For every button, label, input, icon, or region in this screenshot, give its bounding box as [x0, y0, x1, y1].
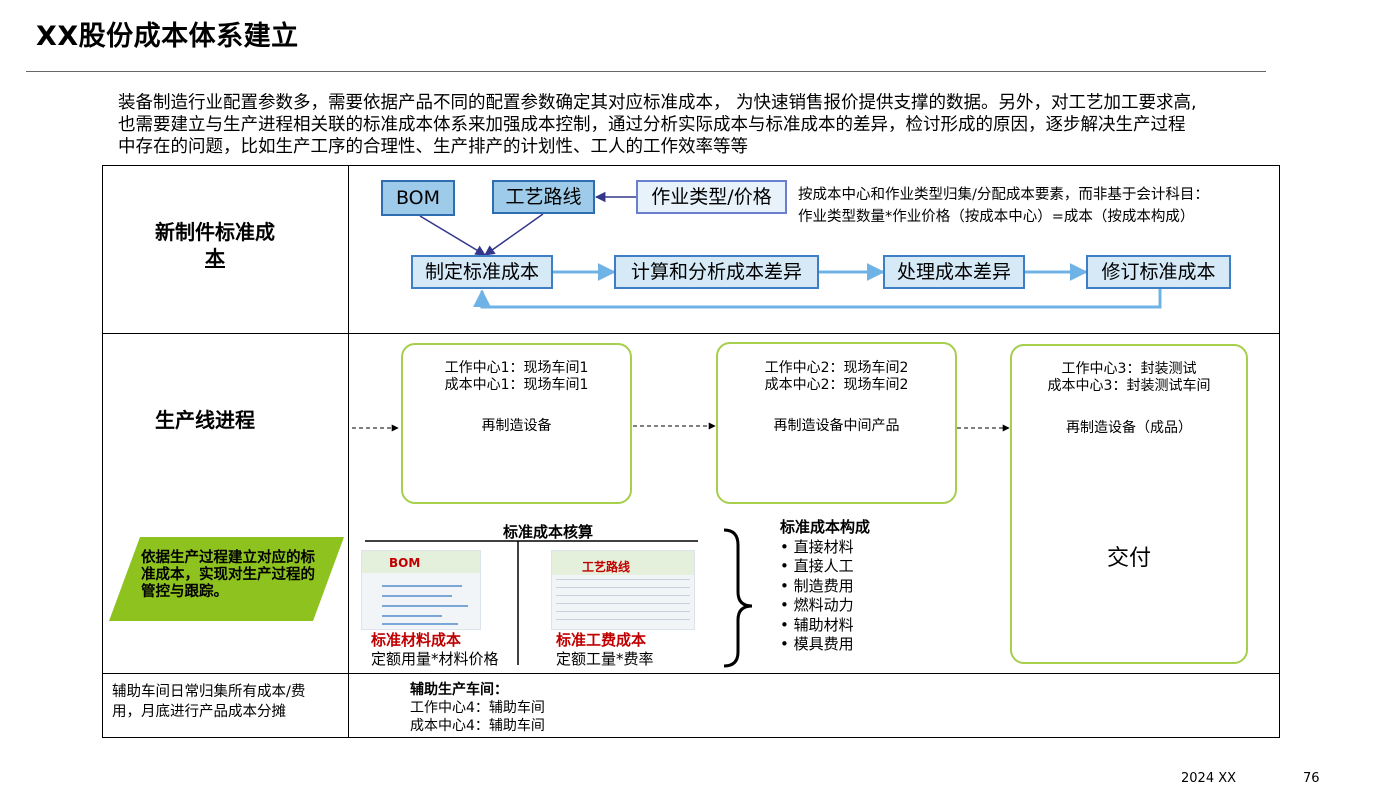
standard-material-cost-title: 标准材料成本 — [371, 631, 462, 649]
row-label-line: 本 — [205, 246, 225, 270]
banner-text: 依据生产过程建立对应的标准成本，实现对生产过程的管控与跟踪。 — [141, 550, 315, 600]
list-item-text: 辅助材料 — [793, 615, 854, 634]
wc2-product: 再制造设备中间产品 — [773, 418, 900, 434]
list-item: • 模具费用 — [780, 635, 854, 653]
arrow-loop-back — [473, 289, 1162, 309]
list-item-text: 燃料动力 — [793, 596, 854, 614]
brace-icon — [723, 528, 753, 668]
cost-composition-list: 标准成本构成 • 直接材料 • 直接人工 • 制造费用 • 燃料动力 • 辅助材… — [780, 518, 870, 655]
thumb-header — [362, 551, 480, 573]
page-number: 76 — [1303, 771, 1320, 786]
wc1-work-center: 工作中心1：现场车间1 — [444, 360, 589, 376]
wc3-product: 再制造设备（成品） — [1066, 420, 1192, 436]
wc2-work-center: 工作中心2：现场车间2 — [764, 360, 909, 376]
table-row-divider — [103, 673, 1279, 674]
work-center-1-box: 工作中心1：现场车间1 成本中心1：现场车间1 再制造设备 — [401, 343, 632, 504]
thumb-row — [556, 619, 690, 620]
thumb-row — [556, 595, 690, 596]
thumb-row — [556, 579, 690, 580]
routing-thumbnail — [551, 550, 695, 630]
footer-date: 2024 XX — [1181, 771, 1237, 786]
step-calc-analyze-variance: 计算和分析成本差异 — [614, 255, 819, 289]
list-item: • 制造费用 — [780, 576, 854, 595]
wc1-cost-center: 成本中心1：现场车间1 — [444, 377, 589, 393]
thumb-row — [382, 605, 468, 607]
table-row-divider — [103, 333, 1279, 334]
wc3-work-center: 工作中心3：封装测试 — [1061, 361, 1197, 377]
row-label-line: 新制件标准成 — [155, 220, 275, 244]
title-divider — [26, 71, 1266, 72]
thumb-row — [556, 611, 690, 612]
composition-title: 标准成本构成 — [780, 518, 871, 536]
auxiliary-work-center: 工作中心4：辅助车间 — [410, 700, 545, 716]
list-item-text: 模具费用 — [793, 635, 854, 653]
row3-label-line: 辅助车间日常归集所有成本/费 — [112, 684, 306, 700]
arrow-routing-to-standard — [484, 213, 544, 256]
calc-title: 标准成本核算 — [503, 523, 594, 541]
note-line: 按成本中心和作业类型归集/分配成本要素，而非基于会计科目： — [798, 187, 1209, 203]
intro-paragraph: 装备制造行业配置参数多，需要依据产品不同的配置参数确定其对应标准成本， 为快速销… — [118, 92, 1298, 158]
list-item-text: 直接人工 — [793, 557, 854, 575]
step-revise-standard-cost: 修订标准成本 — [1086, 255, 1231, 289]
list-item-text: 直接材料 — [793, 537, 854, 556]
intro-line-3: 中存在的问题，比如生产工序的合理性、生产排产的计划性、工人的工作效率等等 — [118, 137, 748, 157]
activity-price-box: 作业类型/价格 — [636, 180, 787, 214]
thumb-row — [382, 595, 452, 597]
auxiliary-workshop-description: 辅助车间日常归集所有成本/费 用，月底进行产品成本分摊 — [112, 682, 305, 722]
thumb-header — [552, 551, 694, 575]
wc1-product: 再制造设备 — [481, 418, 552, 434]
page-title: XX股份成本体系建立 — [36, 21, 299, 52]
list-item: • 燃料动力 — [780, 596, 854, 614]
list-item: • 直接材料 — [780, 537, 854, 556]
routing-box: 工艺路线 — [492, 180, 595, 214]
table-column-divider — [348, 166, 349, 737]
intro-line-1: 装备制造行业配置参数多，需要依据产品不同的配置参数确定其对应标准成本， 为快速销… — [118, 93, 1197, 113]
thumb-row — [382, 585, 462, 587]
standard-labor-cost-title: 标准工费成本 — [556, 631, 647, 649]
note-line: 作业类型数量*作业价格（按成本中心）=成本（按成本构成） — [798, 209, 1195, 225]
thumb-routing-label: 工艺路线 — [582, 560, 631, 574]
standard-material-cost-formula: 定额用量*材料价格 — [371, 650, 499, 668]
work-center-3-box: 工作中心3：封装测试 成本中心3：封装测试车间 再制造设备（成品） 交付 — [1010, 344, 1248, 664]
cost-system-table — [102, 165, 1280, 738]
list-item-text: 制造费用 — [793, 576, 854, 595]
step-set-standard-cost: 制定标准成本 — [411, 255, 553, 289]
auxiliary-cost-center: 成本中心4：辅助车间 — [410, 718, 545, 734]
activity-note: 按成本中心和作业类型归集/分配成本要素，而非基于会计科目： 作业类型数量*作业价… — [798, 184, 1209, 228]
list-item: • 辅助材料 — [780, 615, 854, 634]
auxiliary-title: 辅助生产车间： — [410, 682, 508, 698]
work-center-2-box: 工作中心2：现场车间2 成本中心2：现场车间2 再制造设备中间产品 — [716, 342, 957, 504]
wc3-cost-center: 成本中心3：封装测试车间 — [1047, 378, 1211, 394]
auxiliary-workshop-info: 辅助生产车间： 工作中心4：辅助车间 成本中心4：辅助车间 — [410, 681, 545, 735]
thumb-bom-label: BOM — [389, 556, 421, 570]
thumb-row — [556, 587, 690, 588]
step-handle-variance: 处理成本差异 — [883, 255, 1025, 289]
thumb-row — [556, 603, 690, 604]
intro-line-2: 也需要建立与生产进程相关联的标准成本体系来加强成本控制，通过分析实际成本与标准成… — [118, 115, 1186, 135]
bom-thumbnail — [361, 550, 481, 630]
bom-box: BOM — [381, 180, 455, 216]
row-label-new-part-standard-cost: 新制件标准成 本 — [130, 219, 300, 271]
thumb-row — [382, 623, 458, 625]
row3-label-line: 用，月底进行产品成本分摊 — [112, 704, 286, 720]
wc2-cost-center: 成本中心2：现场车间2 — [764, 377, 909, 393]
delivery-label: 交付 — [1106, 546, 1151, 571]
thumb-row — [382, 615, 442, 617]
arrow-bom-to-standard — [419, 215, 486, 256]
list-item: • 直接人工 — [780, 557, 854, 575]
standard-labor-cost-formula: 定额工量*费率 — [556, 650, 654, 668]
row-label-production-line: 生产线进程 — [155, 408, 255, 432]
